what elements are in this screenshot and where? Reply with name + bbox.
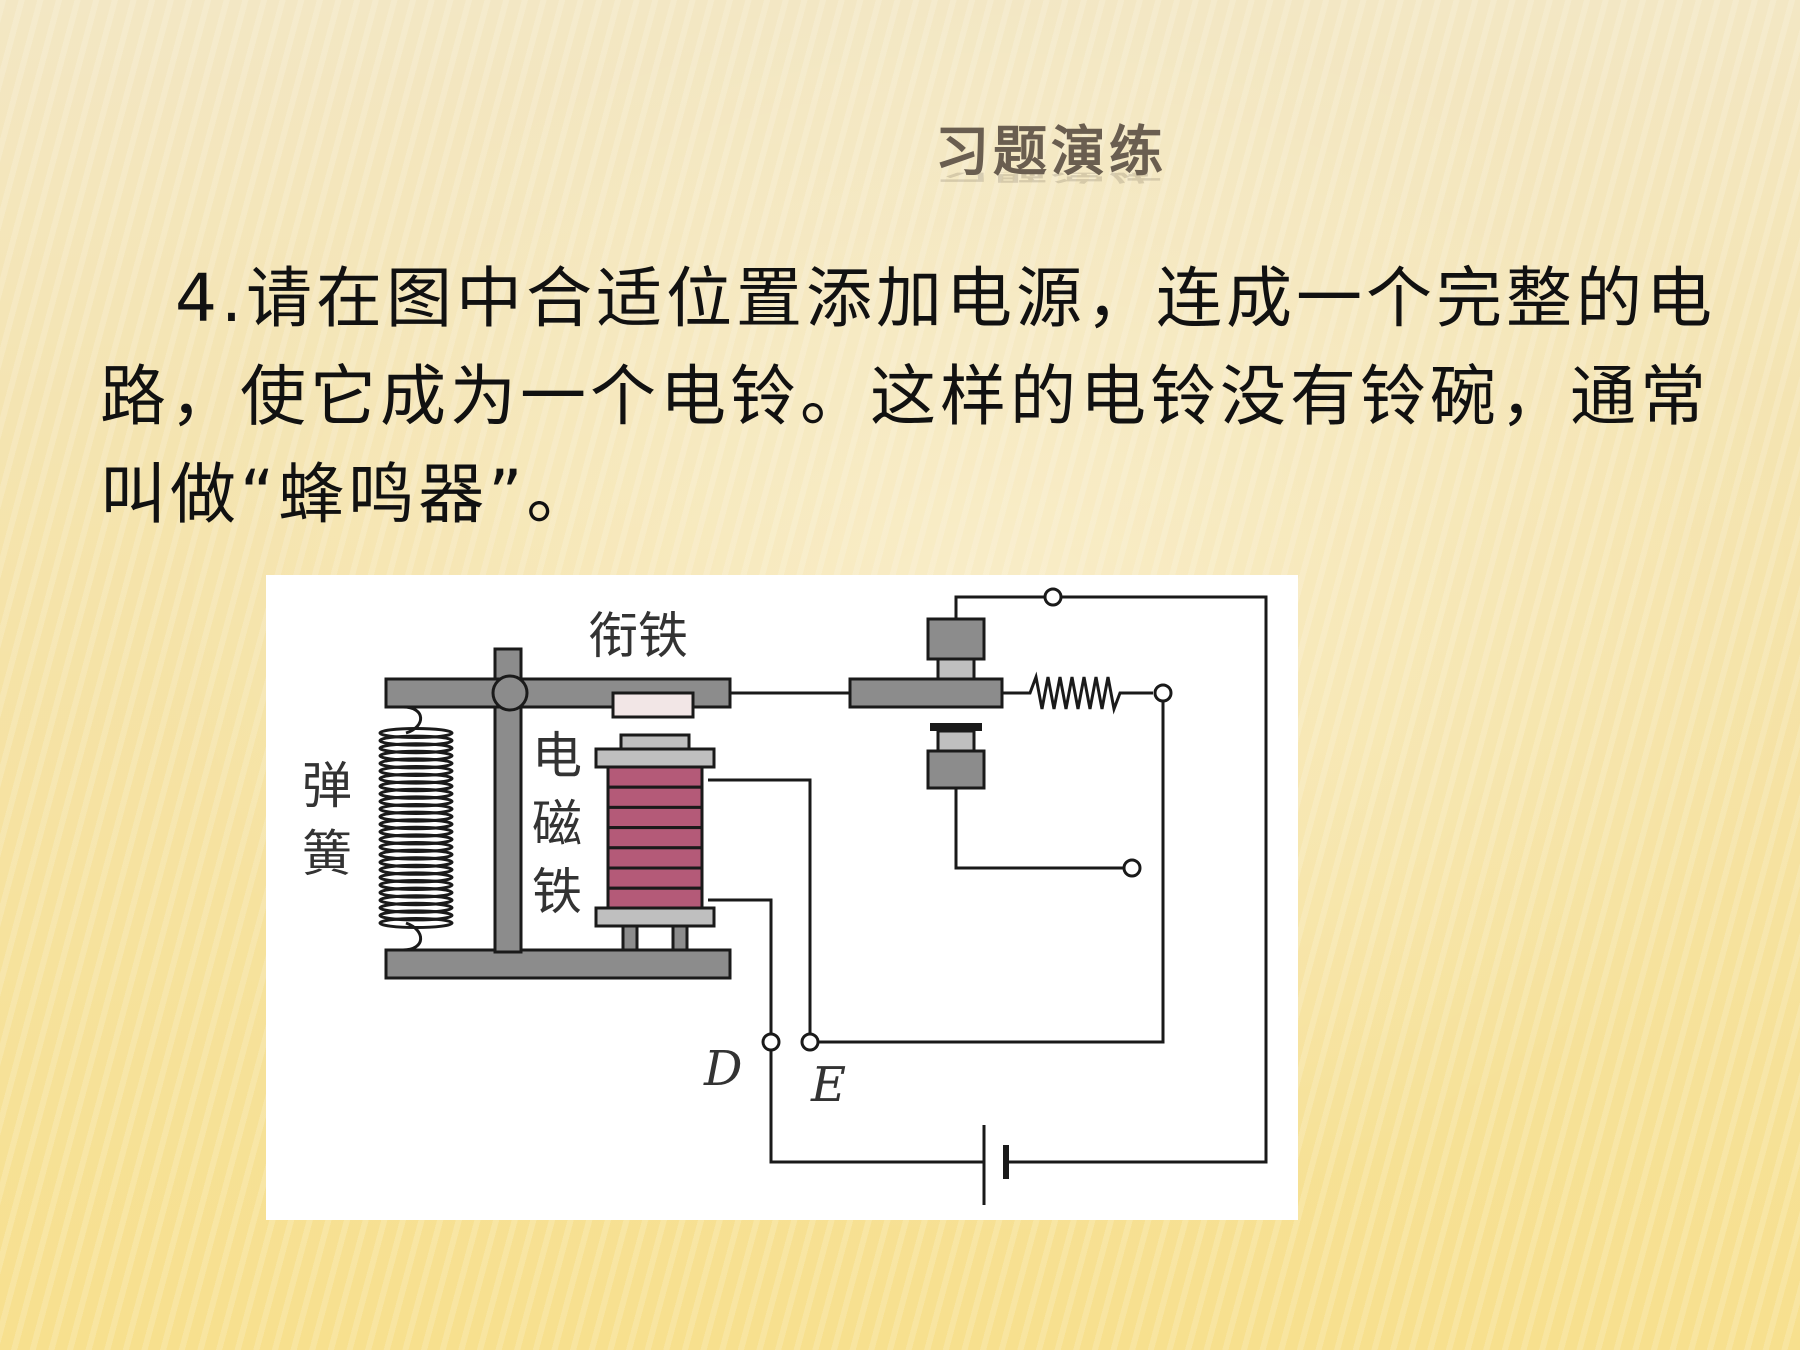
lower-contact-neck [936,729,976,753]
core-top [619,733,691,751]
lower-contact-tip [930,723,982,731]
frame-base [384,948,732,980]
core-leg-left [621,924,639,952]
spring-loop [378,917,454,929]
label-electromagnet-2: 磁 [532,795,582,853]
terminal-lower-right [1122,858,1142,878]
core-cap-top [594,747,716,769]
pivot-icon [491,674,529,712]
spring-coil [378,705,454,952]
terminal-d [761,1032,781,1052]
coil-winding [606,826,704,850]
upper-contact-block [926,617,986,661]
circuit-wires [708,595,1268,1164]
terminal-top [1043,587,1063,607]
terminal-e [800,1032,820,1052]
coil-winding [606,765,704,789]
label-electromagnet-1: 电 [532,727,582,785]
contact-spring [1002,671,1153,715]
core-leg-right [671,924,689,952]
coil-winding [606,866,704,890]
electromagnet [594,733,716,952]
label-spring-2: 簧 [302,825,352,883]
terminal-spring-right [1153,683,1173,703]
label-terminal-d: D [703,1041,742,1097]
label-spring-1: 弹 [302,757,352,815]
core-cap-bottom [594,906,716,928]
label-electromagnet-3: 铁 [532,863,582,921]
coil-winding [606,886,704,910]
circuit-diagram: 衔铁 弹 簧 电 磁 铁 D E [302,587,1268,1205]
battery-symbol [982,1125,1009,1205]
coil-winding [606,805,704,830]
heading-reflection: 习题演练 [935,173,1255,187]
label-terminal-e: E [810,1057,846,1113]
label-armature: 衔铁 [588,607,688,665]
buzzer-circuit-figure: 衔铁 弹 簧 电 磁 铁 D E [266,575,1298,1220]
coil-winding [606,846,704,870]
slide-heading: 习题演练 习题演练 [935,115,1255,219]
heading-text: 习题演练 [935,119,1167,183]
coil-windings [606,765,704,910]
coil-winding [606,785,704,809]
contact-arm [848,677,1004,709]
contact-assembly [848,617,1004,790]
upper-contact-neck [936,657,976,681]
armature-pad [611,691,695,719]
lower-contact-block [926,749,986,790]
question-text: 4.请在图中合适位置添加电源，连成一个完整的电路，使它成为一个电铃。这样的电铃没… [100,260,1716,533]
